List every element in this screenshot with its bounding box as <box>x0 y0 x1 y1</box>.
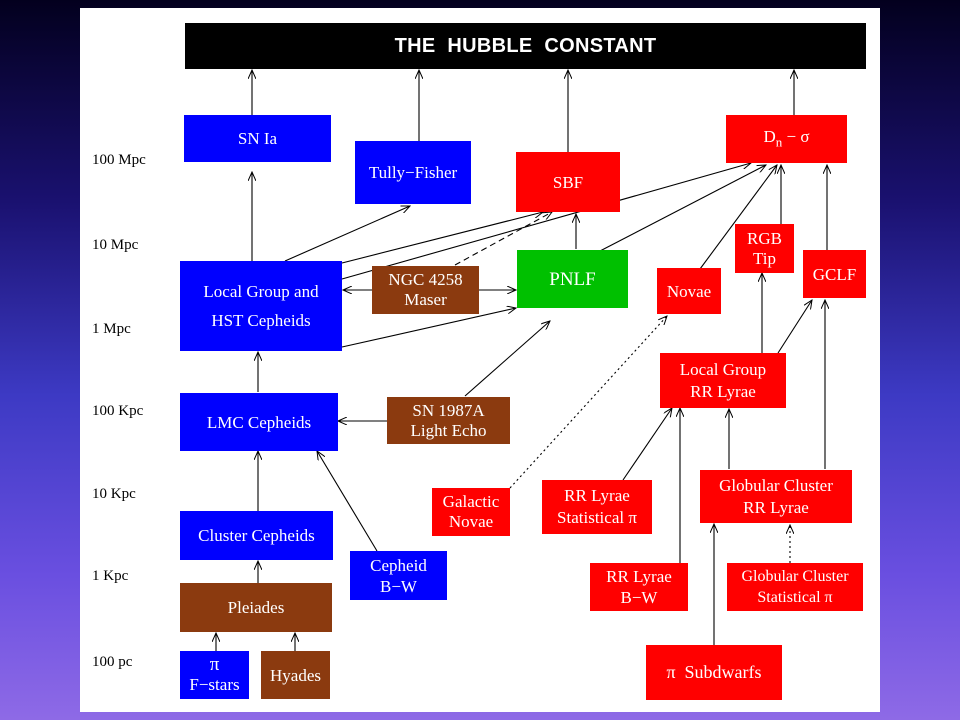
box-local-group-hst-line1: Local Group and <box>203 282 319 301</box>
box-galactic-novae: Galactic Novae <box>432 488 510 536</box>
box-rr-bw-line1: RR Lyrae <box>606 567 672 586</box>
box-rr-statistical-line1: RR Lyrae <box>564 486 630 505</box>
scale-label-1mpc: 1 Mpc <box>92 321 131 337</box>
arrow-lg-to-tf <box>284 206 410 262</box>
box-gc-statistical-line2: Statistical π <box>757 589 833 606</box>
box-sn1987a-line1: SN 1987A <box>412 400 485 420</box>
box-ngc4258-line1: NGC 4258 <box>388 270 463 289</box>
box-pi-fstars: π F−stars <box>180 651 249 699</box>
box-sbf-label: SBF <box>552 172 584 192</box>
box-lmc-cepheids-label: LMC Cepheids <box>206 412 312 432</box>
box-gclf-label: GCLF <box>812 264 857 284</box>
arrow-novae-to-dn <box>699 165 777 270</box>
scale-label-1kpc: 1 Kpc <box>92 568 129 584</box>
box-gc-statistical: Globular Cluster Statistical π <box>727 563 863 611</box>
box-galactic-novae-line1: Galactic <box>442 492 500 511</box>
box-sbf: SBF <box>516 152 620 212</box>
dn-sub: n <box>775 134 783 150</box>
box-cluster-cepheids-label: Cluster Cepheids <box>198 526 315 545</box>
title-bar: THE HUBBLE CONSTANT <box>185 23 866 69</box>
box-dn-sigma: Dn − σ <box>726 115 847 163</box>
box-sn-ia: SN Ia <box>184 115 331 162</box>
box-tully-fisher-label: Tully−Fisher <box>368 163 458 182</box>
box-local-group-rr-line1: Local Group <box>679 359 767 379</box>
box-local-group-hst-line2: HST Cepheids <box>211 311 311 330</box>
connector-arrows <box>80 8 880 651</box>
box-ngc4258-line2: Maser <box>404 290 447 309</box>
box-sn1987a-line2: Light Echo <box>410 420 487 440</box>
box-cepheid-bw: Cepheid B−W <box>350 551 447 600</box>
scale-label-10kpc: 10 Kpc <box>92 486 136 502</box>
box-cepheid-bw-line1: Cepheid <box>370 555 427 575</box>
box-local-group-rr-line2: RR Lyrae <box>690 381 756 401</box>
arrow-pnlf-to-dn <box>599 165 766 252</box>
box-hyades: Hyades <box>261 651 330 699</box>
box-galactic-novae-line2: Novae <box>448 512 494 531</box>
box-rgb-tip-line1: RGB <box>747 228 782 248</box>
box-cluster-cepheids: Cluster Cepheids <box>180 511 333 560</box>
box-novae-label: Novae <box>666 281 712 301</box>
box-sn-ia-label: SN Ia <box>237 129 278 148</box>
box-gc-rr-lyrae-line1: Globular Cluster <box>719 475 833 495</box>
box-sn1987a: SN 1987A Light Echo <box>387 397 510 444</box>
box-tully-fisher: Tully−Fisher <box>355 141 471 204</box>
box-gc-rr-lyrae: Globular Cluster RR Lyrae <box>700 470 852 523</box>
box-gc-rr-lyrae-line2: RR Lyrae <box>743 497 809 517</box>
box-ngc4258: NGC 4258 Maser <box>372 266 479 314</box>
box-subdwarfs: π Subdwarfs <box>646 645 782 700</box>
arrow-lg-to-dn <box>341 163 751 280</box>
box-cepheid-bw-line2: B−W <box>380 576 417 596</box>
box-gc-statistical-line1: Globular Cluster <box>741 568 849 585</box>
arrow-galnovae-to-novae <box>509 316 667 489</box>
box-pi-fstars-line1: π <box>209 654 220 675</box>
box-rr-bw: RR Lyrae B−W <box>590 563 688 611</box>
box-novae: Novae <box>657 268 721 314</box>
box-dn-sigma-label: Dn − σ <box>763 125 809 153</box>
arrow-cepbw-to-lmc <box>317 451 378 552</box>
arrow-lg-to-pnlf <box>341 308 516 348</box>
arrow-rrstat-to-lgrr <box>622 408 672 481</box>
scale-label-10mpc: 10 Mpc <box>92 237 139 253</box>
box-hyades-label: Hyades <box>270 665 321 685</box>
dn-tail: − σ <box>782 126 810 146</box>
arrow-ngc-to-sbf <box>454 212 552 266</box>
box-rr-statistical: RR Lyrae Statistical π <box>542 480 652 534</box>
box-pnlf-label: PNLF <box>549 268 596 290</box>
box-rr-bw-line2: B−W <box>620 588 658 607</box>
box-pleiades-label: Pleiades <box>227 598 285 617</box>
scale-label-100mpc: 100 Mpc <box>92 152 146 168</box>
dn-main: D <box>763 126 776 146</box>
scale-label-100pc: 100 pc <box>92 654 133 670</box>
diagram-slide: THE HUBBLE CONSTANT 100 Mpc 10 Mpc 1 Mpc… <box>80 8 880 712</box>
box-rgb-tip: RGB Tip <box>735 224 794 273</box>
box-subdwarfs-label: π Subdwarfs <box>666 662 762 682</box>
box-local-group-hst: Local Group and HST Cepheids <box>180 261 342 351</box>
box-local-group-rr: Local Group RR Lyrae <box>660 353 786 408</box>
box-pleiades: Pleiades <box>180 583 332 632</box>
arrow-lgrr-to-gclf <box>777 300 812 354</box>
scale-label-100kpc: 100 Kpc <box>92 403 144 419</box>
box-pi-fstars-line2: F−stars <box>189 675 240 694</box>
box-rgb-tip-line2: Tip <box>752 248 776 268</box>
arrow-lg-to-sbf <box>341 212 543 264</box>
box-gclf: GCLF <box>803 250 866 298</box>
box-pnlf: PNLF <box>517 250 628 308</box>
arrow-sn1987a-to-pnlf <box>464 321 550 397</box>
box-rr-statistical-line2: Statistical π <box>557 508 637 527</box>
box-lmc-cepheids: LMC Cepheids <box>180 393 338 451</box>
diagram-title: THE HUBBLE CONSTANT <box>394 34 657 57</box>
